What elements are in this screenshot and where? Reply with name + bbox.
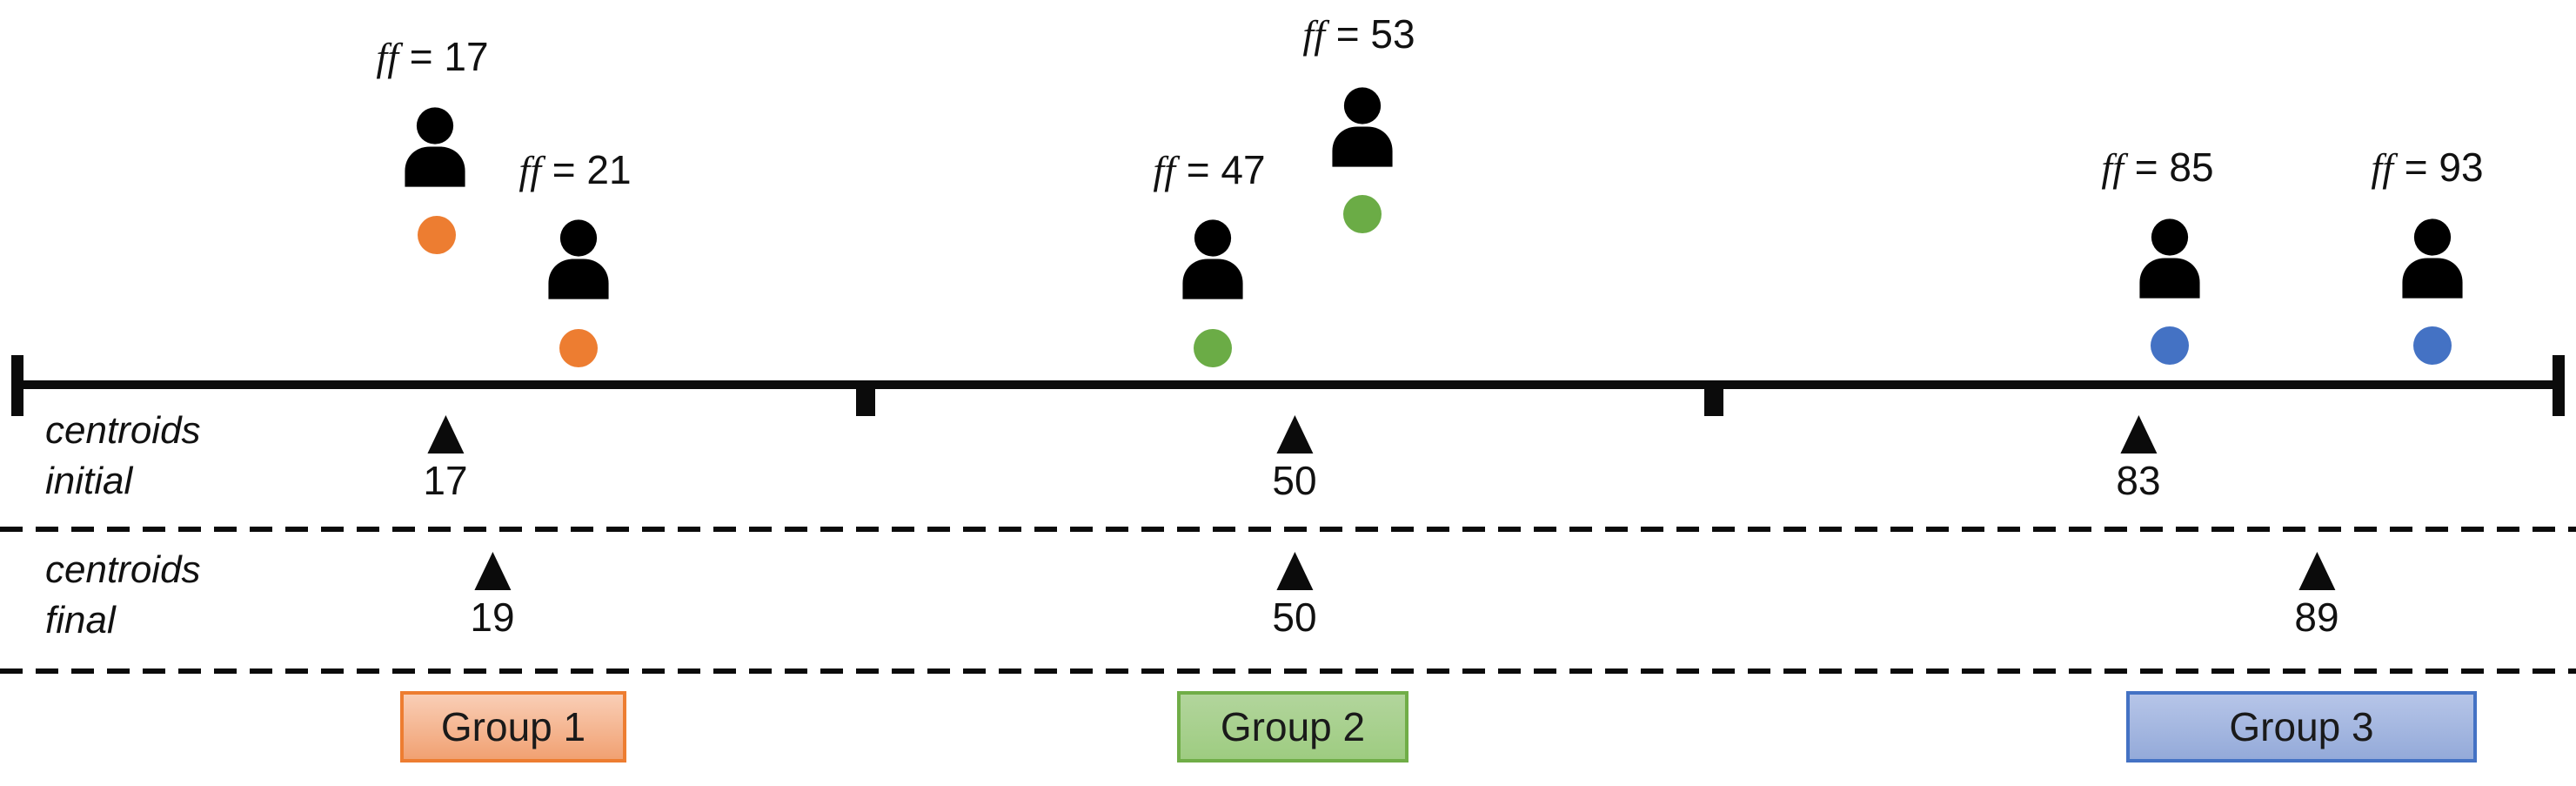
ff-label-93: ff = 93 — [2371, 144, 2483, 191]
group-label: Group 2 — [1220, 704, 1366, 749]
centroid-initial-marker-3: 83 — [2116, 415, 2161, 503]
group-label: Group 1 — [440, 704, 586, 749]
person-icon — [1171, 218, 1255, 301]
data-point-dot — [1194, 329, 1232, 367]
data-point-dot — [2151, 326, 2189, 365]
ff-value: = 47 — [1186, 147, 1266, 192]
centroid-marker-icon — [473, 552, 511, 590]
group-box-1: Group 1 — [400, 691, 626, 762]
ff-value: = 85 — [2134, 144, 2214, 190]
centroid-value: 19 — [470, 595, 515, 640]
ff-variable: ff — [1302, 12, 1325, 57]
centroid-final-marker-1: 19 — [470, 552, 515, 640]
number-line — [16, 380, 2565, 389]
axis-tick-mid-1 — [856, 388, 875, 416]
centroids-final-label: centroids final — [45, 545, 201, 646]
group-box-3: Group 3 — [2126, 691, 2477, 762]
centroid-final-marker-2: 50 — [1272, 552, 1317, 640]
ff-variable: ff — [2101, 145, 2124, 190]
person-icon — [2128, 218, 2211, 300]
data-point-dot — [1343, 195, 1382, 233]
ff-variable: ff — [2371, 145, 2393, 190]
centroid-value: 89 — [2294, 595, 2339, 640]
ff-variable: ff — [519, 148, 541, 192]
dashed-divider-1 — [0, 527, 2576, 532]
ff-label-85: ff = 85 — [2101, 144, 2213, 191]
centroid-marker-icon — [2119, 415, 2157, 453]
centroid-value: 17 — [423, 458, 468, 503]
centroids-initial-label: centroids initial — [45, 406, 201, 507]
ff-label-47: ff = 47 — [1153, 146, 1265, 193]
ff-value: = 21 — [552, 147, 632, 192]
centroid-final-marker-3: 89 — [2294, 552, 2339, 640]
centroid-marker-icon — [1275, 415, 1313, 453]
centroid-value: 83 — [2116, 458, 2161, 503]
centroid-value: 50 — [1272, 458, 1317, 503]
group-box-2: Group 2 — [1177, 691, 1408, 762]
centroid-value: 50 — [1272, 595, 1317, 640]
ff-label-21: ff = 21 — [519, 146, 631, 193]
centroid-initial-marker-2: 50 — [1272, 415, 1317, 503]
centroids-initial-label-line2: initial — [45, 460, 133, 502]
centroids-final-label-line2: final — [45, 599, 116, 642]
ff-variable: ff — [376, 35, 398, 79]
person-icon — [1321, 86, 1404, 169]
centroid-marker-icon — [2298, 552, 2335, 590]
person-icon — [2391, 218, 2474, 300]
axis-tick-mid-2 — [1704, 388, 1723, 416]
data-point-dot — [2413, 326, 2452, 365]
group-label: Group 3 — [2229, 704, 2374, 749]
ff-label-53: ff = 53 — [1302, 10, 1415, 57]
person-icon — [393, 106, 477, 189]
centroids-final-label-line1: centroids — [45, 548, 201, 591]
ff-label-17: ff = 17 — [376, 33, 488, 80]
centroid-marker-icon — [426, 415, 464, 453]
person-icon — [537, 218, 620, 301]
axis-tick-right-end — [2553, 355, 2565, 416]
ff-value: = 93 — [2404, 144, 2484, 190]
dashed-divider-2 — [0, 668, 2576, 674]
centroids-initial-label-line1: centroids — [45, 409, 201, 452]
data-point-dot — [559, 329, 598, 367]
ff-variable: ff — [1153, 148, 1175, 192]
data-point-dot — [418, 216, 456, 254]
ff-value: = 17 — [409, 34, 489, 79]
centroid-initial-marker-1: 17 — [423, 415, 468, 503]
ff-value: = 53 — [1335, 11, 1415, 57]
axis-tick-left-end — [11, 355, 23, 416]
centroid-marker-icon — [1275, 552, 1313, 590]
